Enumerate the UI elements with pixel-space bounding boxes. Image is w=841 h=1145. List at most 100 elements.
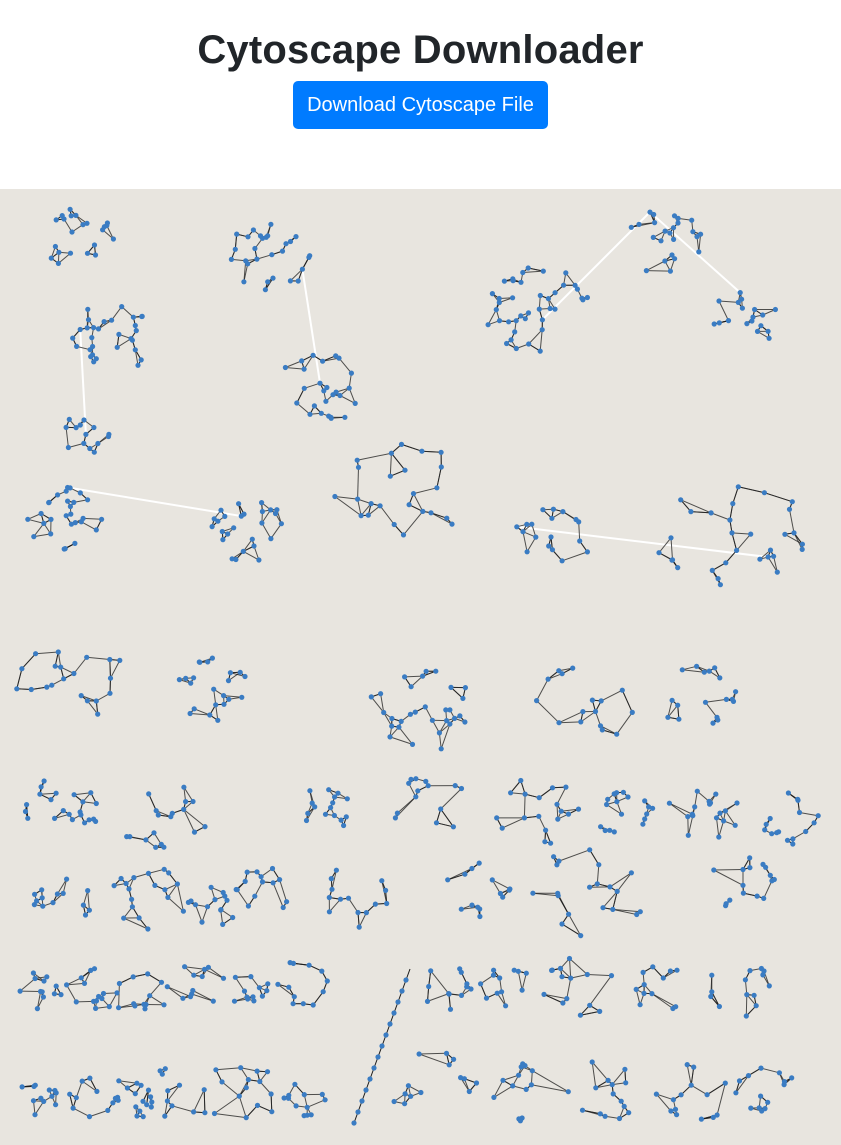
graph-node[interactable] [301, 366, 307, 372]
graph-node[interactable] [367, 1076, 373, 1082]
graph-node[interactable] [356, 924, 362, 930]
graph-node[interactable] [529, 1068, 535, 1074]
graph-node[interactable] [765, 1099, 771, 1105]
graph-node[interactable] [87, 1075, 93, 1081]
graph-node[interactable] [220, 975, 227, 981]
graph-node[interactable] [577, 538, 583, 544]
graph-node[interactable] [422, 704, 428, 710]
graph-node[interactable] [207, 712, 213, 718]
graph-node[interactable] [326, 413, 332, 419]
graph-node[interactable] [240, 548, 246, 554]
graph-node[interactable] [696, 249, 702, 255]
graph-node[interactable] [332, 493, 338, 500]
graph-node[interactable] [321, 388, 327, 394]
graph-node[interactable] [49, 1093, 55, 1099]
graph-node[interactable] [355, 464, 362, 470]
graph-node[interactable] [176, 677, 182, 683]
graph-node[interactable] [619, 687, 625, 693]
graph-node[interactable] [110, 1100, 116, 1106]
graph-node[interactable] [748, 531, 754, 537]
graph-node[interactable] [275, 981, 281, 987]
graph-node[interactable] [587, 884, 593, 890]
graph-node[interactable] [446, 1062, 452, 1068]
graph-node[interactable] [209, 655, 215, 661]
graph-node[interactable] [191, 1109, 197, 1115]
graph-node[interactable] [758, 1093, 764, 1099]
graph-node[interactable] [522, 791, 528, 797]
graph-node[interactable] [496, 299, 502, 306]
graph-node[interactable] [744, 992, 750, 998]
graph-node[interactable] [584, 971, 590, 978]
graph-node[interactable] [776, 1070, 783, 1076]
graph-node[interactable] [292, 1081, 298, 1087]
graph-node[interactable] [145, 971, 151, 977]
graph-node[interactable] [542, 839, 548, 845]
graph-node[interactable] [537, 348, 543, 354]
graph-node[interactable] [99, 995, 105, 1002]
graph-node[interactable] [371, 1065, 377, 1071]
graph-node[interactable] [372, 901, 378, 907]
graph-node[interactable] [443, 707, 449, 713]
graph-node[interactable] [552, 306, 558, 312]
graph-node[interactable] [468, 986, 474, 992]
graph-node[interactable] [286, 984, 292, 990]
graph-node[interactable] [604, 801, 610, 808]
graph-node[interactable] [402, 1101, 408, 1107]
graph-node[interactable] [116, 331, 122, 337]
graph-node[interactable] [803, 828, 809, 835]
graph-node[interactable] [740, 866, 746, 873]
graph-node[interactable] [86, 817, 92, 823]
graph-node[interactable] [188, 898, 194, 904]
graph-node[interactable] [510, 276, 516, 282]
graph-node[interactable] [622, 1066, 628, 1072]
graph-node[interactable] [355, 496, 361, 502]
graph-node[interactable] [598, 824, 604, 830]
graph-node[interactable] [702, 699, 709, 705]
graph-node[interactable] [725, 318, 732, 324]
graph-node[interactable] [623, 1080, 629, 1086]
graph-node[interactable] [129, 904, 135, 910]
graph-node[interactable] [287, 238, 294, 245]
graph-node[interactable] [428, 968, 434, 974]
graph-node[interactable] [758, 1065, 764, 1071]
graph-node[interactable] [378, 691, 384, 697]
graph-node[interactable] [285, 1095, 292, 1101]
graph-node[interactable] [647, 209, 653, 215]
graph-node[interactable] [670, 1097, 677, 1103]
graph-node[interactable] [462, 719, 468, 725]
graph-node[interactable] [568, 975, 574, 981]
graph-node[interactable] [607, 827, 613, 833]
graph-node[interactable] [191, 675, 197, 681]
graph-node[interactable] [667, 230, 673, 236]
graph-node[interactable] [497, 890, 503, 897]
graph-node[interactable] [642, 816, 648, 822]
graph-node[interactable] [419, 448, 425, 454]
graph-node[interactable] [536, 795, 542, 801]
graph-node[interactable] [688, 509, 694, 515]
graph-node[interactable] [80, 222, 86, 228]
graph-node[interactable] [307, 253, 313, 259]
graph-node[interactable] [694, 234, 700, 240]
graph-node[interactable] [93, 356, 99, 362]
graph-node[interactable] [444, 515, 450, 521]
graph-node[interactable] [556, 858, 562, 864]
graph-node[interactable] [602, 1113, 608, 1119]
graph-node[interactable] [754, 328, 761, 334]
graph-node[interactable] [73, 1095, 79, 1101]
graph-node[interactable] [447, 721, 453, 727]
graph-node[interactable] [795, 796, 801, 803]
graph-node[interactable] [438, 806, 444, 812]
graph-node[interactable] [607, 884, 613, 890]
graph-node[interactable] [758, 323, 764, 329]
graph-node[interactable] [685, 832, 691, 838]
graph-node[interactable] [774, 830, 780, 836]
graph-node[interactable] [597, 1008, 603, 1015]
graph-node[interactable] [704, 1092, 710, 1098]
graph-node[interactable] [765, 328, 771, 334]
graph-node[interactable] [389, 715, 395, 722]
graph-node[interactable] [91, 242, 98, 248]
graph-node[interactable] [190, 798, 196, 805]
graph-node[interactable] [521, 815, 528, 821]
graph-node[interactable] [445, 877, 451, 883]
graph-node[interactable] [48, 516, 54, 522]
